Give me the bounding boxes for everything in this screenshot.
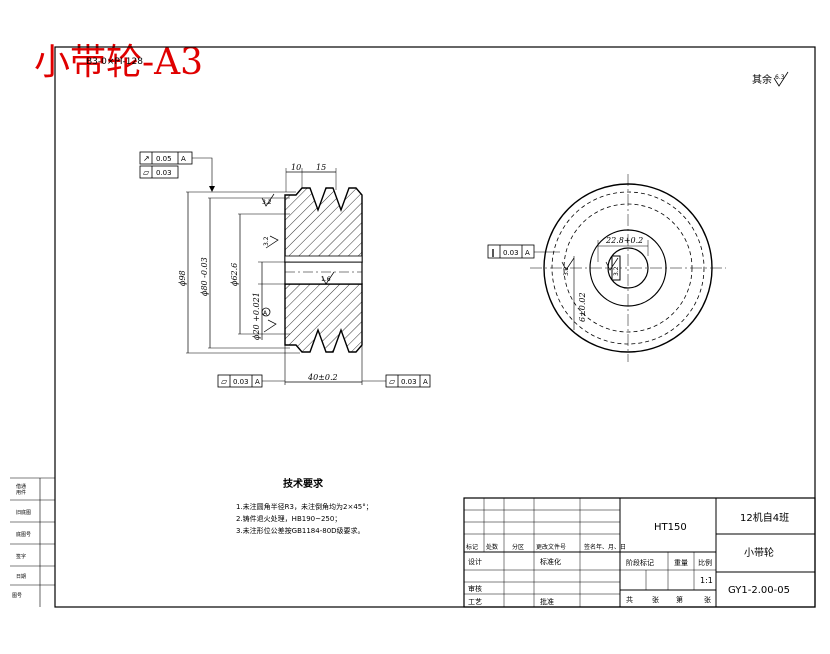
corner-note: B3-0×PI-128 <box>86 57 143 67</box>
rev-header-count: 处数 <box>486 543 498 551</box>
stamp-label-6: 日期 <box>16 574 26 580</box>
svg-text:↗: ↗ <box>143 154 150 163</box>
dim-keyway-depth: 22.8+0.2 <box>605 236 643 245</box>
svg-text:▱: ▱ <box>221 377 228 386</box>
tb-review: 审核 <box>468 584 482 593</box>
tech-title: 技术要求 <box>283 477 324 490</box>
tb-approve: 批准 <box>540 597 554 606</box>
tb-process: 工艺 <box>468 598 482 606</box>
sheet-border <box>54 46 816 608</box>
tb-sheet-label2: 张 <box>704 595 711 604</box>
tb-sheet-label: 张 <box>652 595 659 604</box>
tb-sheet-no: 第 <box>676 595 683 604</box>
tb-school: 12机自4班 <box>740 511 789 524</box>
title-block <box>463 497 816 608</box>
svg-text:0.05: 0.05 <box>156 155 172 163</box>
svg-text:3.2: 3.2 <box>262 199 272 206</box>
gtol-frame-end-view: ‖ 0.03 A <box>487 244 560 259</box>
svg-text:▱: ▱ <box>143 168 150 177</box>
gtol-frame-runout: ↗ 0.05 A <box>139 151 215 192</box>
dim-width: 40±0.2 <box>307 373 338 382</box>
svg-text:3.2: 3.2 <box>263 236 270 246</box>
stamp-label-2: 用件 <box>16 489 26 496</box>
tech-line-3: 3.未注形位公差按GB1184-80D级要求。 <box>236 526 365 535</box>
dim-d80: ϕ80 -0.03 <box>200 257 209 296</box>
corner-title: 小带轮-A3 <box>34 42 203 83</box>
section-view <box>186 168 363 385</box>
svg-text:A: A <box>181 155 186 163</box>
roughness-marks-end: 3.2 3.2 <box>561 257 620 276</box>
section-upper-hatch <box>284 187 363 263</box>
svg-text:0.03: 0.03 <box>156 169 172 177</box>
tb-part-name: 小带轮 <box>744 546 774 559</box>
dim-d20: ϕ20 +0.021 <box>252 292 261 340</box>
svg-text:0.03: 0.03 <box>401 378 417 386</box>
rev-header-zone: 分区 <box>512 543 524 551</box>
svg-text:6.3: 6.3 <box>775 74 785 81</box>
tb-scale-value: 1:1 <box>700 576 713 585</box>
svg-text:3.2: 3.2 <box>613 266 620 276</box>
stamp-label-1: 借通 <box>16 483 26 490</box>
svg-text:0.03: 0.03 <box>503 249 519 257</box>
dim-keyway-width: 6±0.02 <box>578 292 587 322</box>
tb-drawing-no: GY1-2.00-05 <box>728 585 790 596</box>
end-view <box>530 174 726 362</box>
svg-text:A: A <box>255 378 260 386</box>
tech-line-1: 1.未注圆角半径R3，未注倒角均为2×45°； <box>236 502 373 511</box>
gtol-frame-left-face: ▱ 0.03 A <box>217 374 285 388</box>
tb-sheet-total: 共 <box>626 595 633 604</box>
section-lower-hatch <box>284 283 363 353</box>
dim-10: 10 <box>291 163 301 172</box>
svg-text:0.03: 0.03 <box>233 378 249 386</box>
svg-text:‖: ‖ <box>491 248 495 257</box>
tb-weight: 重量 <box>674 559 688 567</box>
tb-design: 设计 <box>468 557 482 566</box>
left-stamp-column: 借通 用件 旧底图 底图号 签字 日期 图号 <box>10 477 55 607</box>
roughness-other-note: 其余 6.3 <box>752 71 789 87</box>
dim-d98: ϕ98 <box>178 270 187 286</box>
svg-text:▱: ▱ <box>389 377 396 386</box>
stamp-label-5: 签字 <box>16 553 26 560</box>
svg-text:3.2: 3.2 <box>563 266 570 276</box>
dim-15: 15 <box>316 163 326 172</box>
gtol-frame-right-face: ▱ 0.03 A <box>362 374 431 388</box>
svg-text:A: A <box>263 310 268 317</box>
svg-text:1.6: 1.6 <box>321 276 331 283</box>
stamp-label-3: 旧底图 <box>16 509 31 516</box>
tb-material: HT150 <box>654 522 687 533</box>
tb-stage-mark: 阶段标记 <box>626 558 654 567</box>
stamp-label-7: 图号 <box>12 593 22 599</box>
rev-header-date: 年、月、日 <box>596 543 626 551</box>
gtol-frame-flatness: ▱ 0.03 <box>139 165 179 179</box>
rev-header-sign: 签名 <box>584 543 596 551</box>
rev-header-mark: 标记 <box>466 543 478 551</box>
svg-text:其余: 其余 <box>752 73 772 86</box>
tech-line-2: 2.铸件退火处理，HB190~250； <box>236 514 341 523</box>
stamp-label-4: 底图号 <box>16 531 31 538</box>
technical-requirements: 技术要求 1.未注圆角半径R3，未注倒角均为2×45°； 2.铸件退火处理，HB… <box>236 477 373 535</box>
dim-d62: ϕ62.6 <box>230 263 239 286</box>
datum-a-symbol: A <box>261 307 271 317</box>
tb-scale: 比例 <box>698 558 712 567</box>
svg-text:A: A <box>423 378 428 386</box>
roughness-marks-section: 3.2 3.2 1.6 <box>261 193 335 333</box>
svg-text:A: A <box>525 249 530 257</box>
rev-header-doc: 更改文件号 <box>536 543 566 551</box>
tb-standard: 标准化 <box>540 557 561 566</box>
